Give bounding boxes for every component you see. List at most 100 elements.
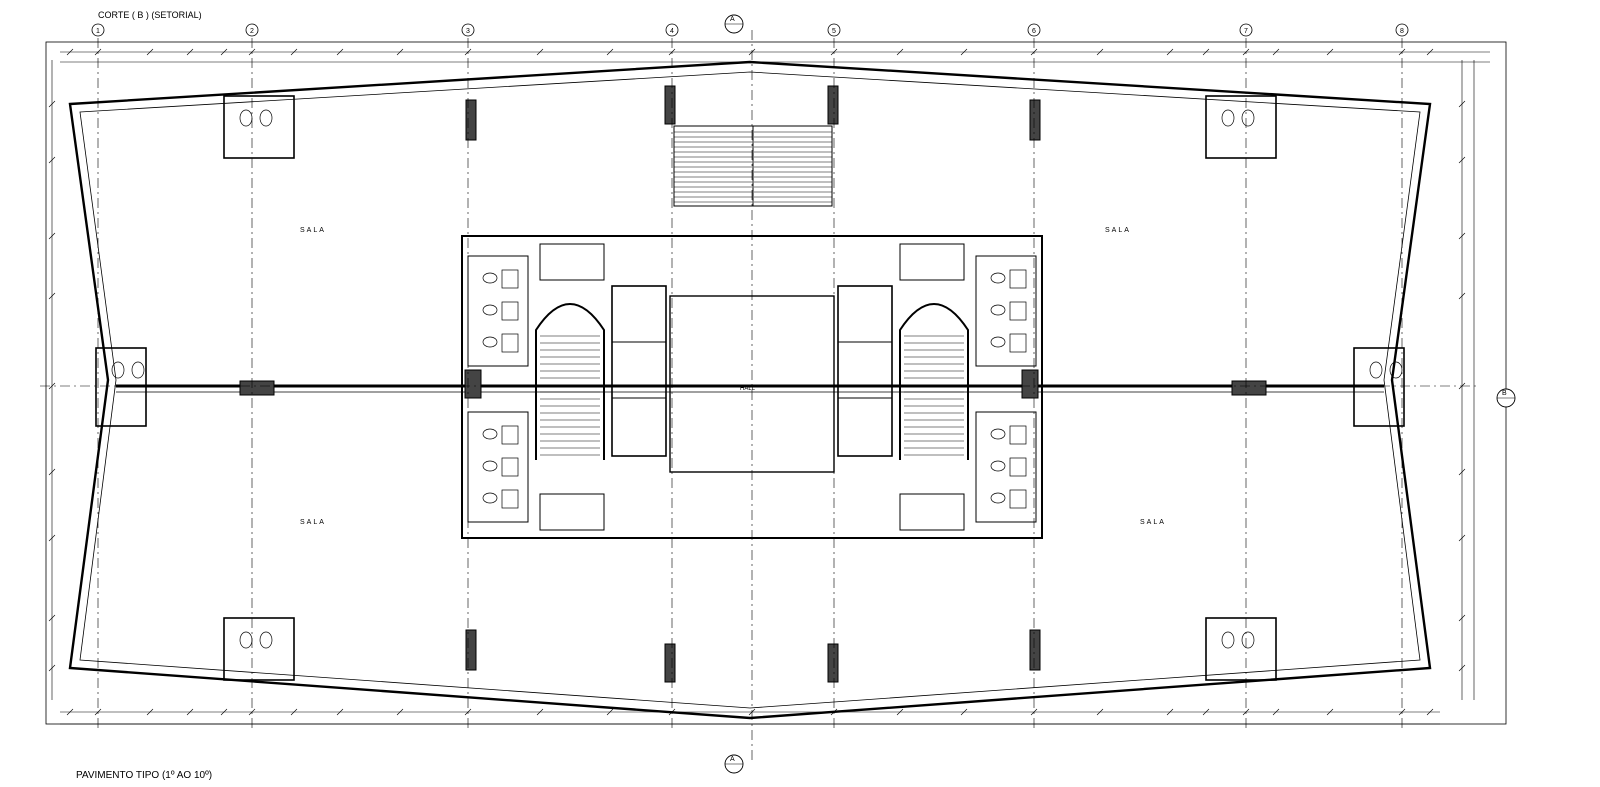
dimension-tick <box>1458 232 1466 240</box>
dimension-tick <box>668 708 676 716</box>
restroom-left-upper <box>467 255 529 367</box>
dimension-tick <box>668 48 676 56</box>
dimension-tick <box>66 48 74 56</box>
section-marker-bottom: A <box>724 754 744 774</box>
wc-fixture <box>1369 361 1383 379</box>
toilet-core-e <box>1353 347 1405 427</box>
sink-fixture <box>482 492 498 504</box>
column <box>827 643 839 683</box>
dimension-tick <box>464 708 472 716</box>
svg-text:6: 6 <box>1032 28 1036 35</box>
building-perimeter-inner <box>79 71 1421 709</box>
sink-fixture <box>990 272 1006 284</box>
svg-text:1: 1 <box>96 28 100 35</box>
dimension-tick <box>536 48 544 56</box>
dimension-tick <box>1096 48 1104 56</box>
dimension-tick <box>606 48 614 56</box>
dimension-tick <box>186 708 194 716</box>
room-label-sala-se: SALA <box>1140 519 1166 526</box>
sink-fixture <box>482 336 498 348</box>
dimension-tick <box>1326 48 1334 56</box>
dimension-tick <box>94 708 102 716</box>
room-label-sala-ne: SALA <box>1105 227 1131 234</box>
dimension-tick <box>48 232 56 240</box>
wc-fixture <box>1241 109 1255 127</box>
dimension-tick <box>48 292 56 300</box>
dimension-tick <box>748 708 756 716</box>
dimension-tick <box>48 382 56 390</box>
dimension-tick <box>1458 156 1466 164</box>
toilet-core-nw <box>223 95 295 159</box>
wc-fixture <box>239 109 253 127</box>
dimension-tick <box>748 48 756 56</box>
dimension-tick <box>464 48 472 56</box>
dimension-tick <box>896 48 904 56</box>
dimension-tick <box>1458 382 1466 390</box>
wc-fixture <box>259 109 273 127</box>
toilet-stall <box>501 301 519 321</box>
dimension-tick <box>1202 48 1210 56</box>
column <box>239 380 275 396</box>
toilet-core-w <box>95 347 147 427</box>
dimension-tick <box>1096 708 1104 716</box>
grid-bubble: 4 <box>665 23 679 37</box>
dimension-tick <box>606 708 614 716</box>
dimension-tick <box>48 664 56 672</box>
dimension-tick <box>1458 614 1466 622</box>
dimension-tick <box>1458 292 1466 300</box>
restroom-right-upper <box>975 255 1037 367</box>
column <box>465 99 477 141</box>
sink-fixture <box>990 492 1006 504</box>
grid-bubble: 3 <box>461 23 475 37</box>
section-marker-right: B <box>1496 388 1516 408</box>
dimension-tick <box>1458 534 1466 542</box>
grid-bubble: 5 <box>827 23 841 37</box>
dimension-tick <box>1166 48 1174 56</box>
elevator-block-right <box>837 285 893 457</box>
restroom-right-lower <box>975 411 1037 523</box>
dimension-tick <box>248 708 256 716</box>
dimension-tick <box>830 48 838 56</box>
dimension-tick <box>1272 708 1280 716</box>
toilet-stall <box>501 489 519 509</box>
dimension-tick <box>1030 708 1038 716</box>
dimension-tick <box>1458 468 1466 476</box>
sink-fixture <box>990 428 1006 440</box>
wc-fixture <box>259 631 273 649</box>
column <box>1029 99 1041 141</box>
dimension-tick <box>336 48 344 56</box>
dimension-tick <box>1458 100 1466 108</box>
wc-fixture <box>131 361 145 379</box>
toilet-stall <box>501 333 519 353</box>
wc-fixture <box>1221 631 1235 649</box>
toilet-stall <box>501 425 519 445</box>
room-label-hall: HALL <box>740 386 756 392</box>
dimension-tick <box>896 708 904 716</box>
dimension-tick <box>1326 708 1334 716</box>
dimension-tick <box>146 708 154 716</box>
dimension-tick <box>1202 708 1210 716</box>
dimension-tick <box>830 708 838 716</box>
column <box>465 629 477 671</box>
svg-text:3: 3 <box>466 28 470 35</box>
stair-arch-left <box>535 303 605 460</box>
restroom-left-lower <box>467 411 529 523</box>
sink-fixture <box>482 304 498 316</box>
column <box>1021 369 1039 399</box>
sink-fixture <box>990 460 1006 472</box>
elevator-block-left <box>611 285 667 457</box>
dimension-tick <box>396 48 404 56</box>
wc-fixture <box>1241 631 1255 649</box>
svg-text:2: 2 <box>250 28 254 35</box>
sink-fixture <box>990 304 1006 316</box>
sink-fixture <box>482 460 498 472</box>
toilet-stall <box>1009 301 1027 321</box>
toilet-stall <box>1009 489 1027 509</box>
toilet-stall <box>1009 457 1027 477</box>
svg-text:A: A <box>730 16 735 23</box>
dimension-tick <box>396 708 404 716</box>
dimension-tick <box>1242 48 1250 56</box>
drawing-title: PAVIMENTO TIPO (1º AO 10º) <box>76 770 213 781</box>
room-label-sala-sw: SALA <box>300 519 326 526</box>
